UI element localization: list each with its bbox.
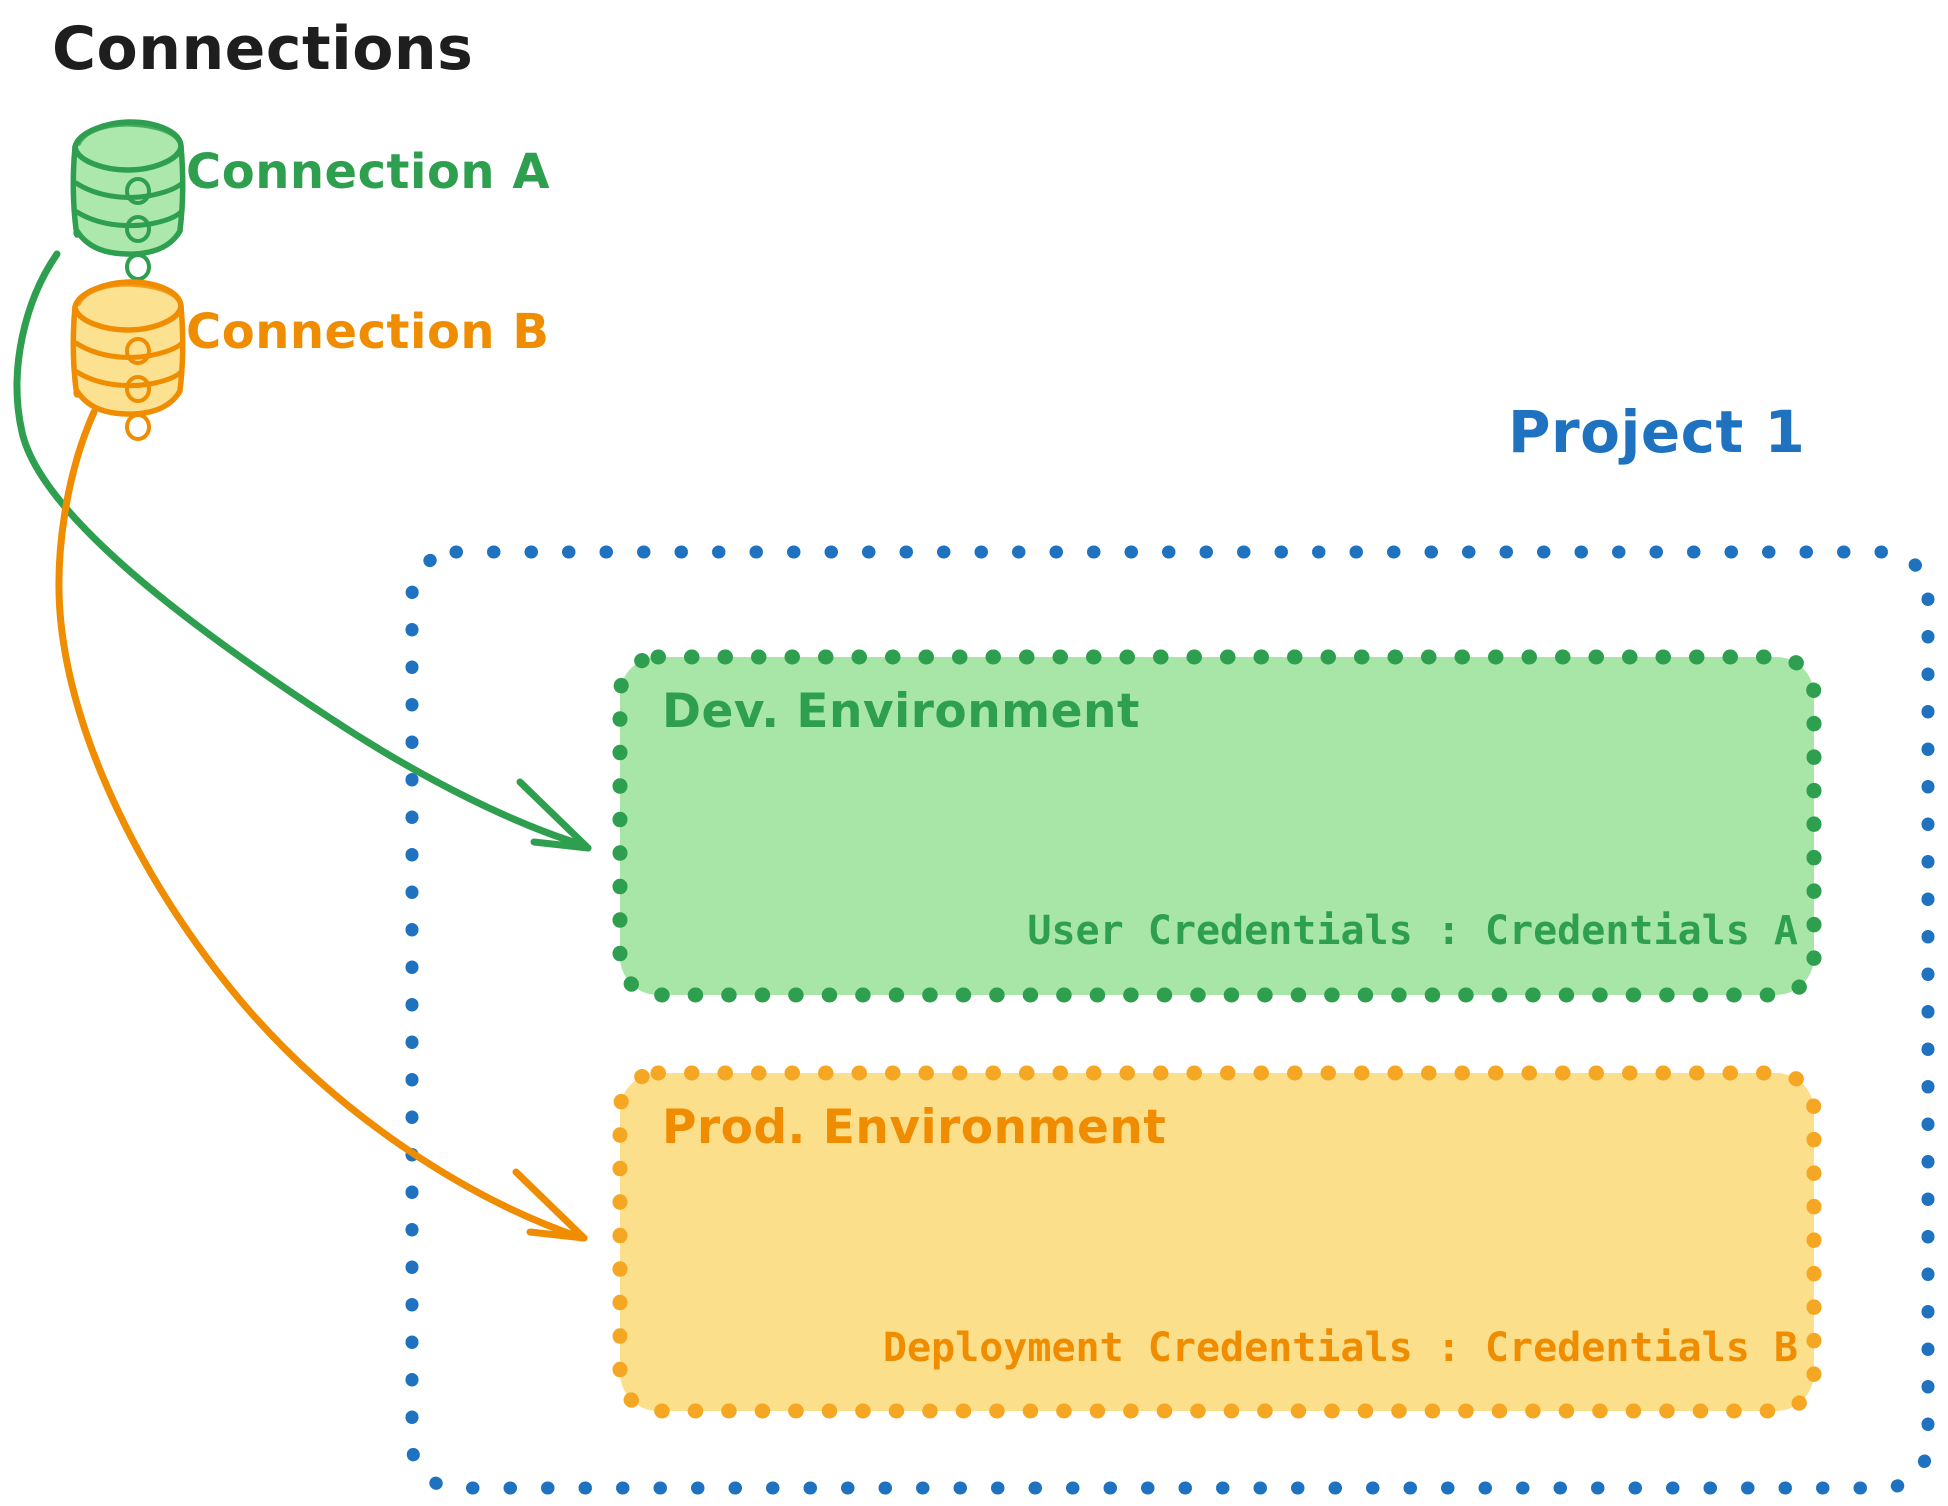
arrow-green-head-lower — [530, 838, 592, 852]
db-a-light-3 — [125, 253, 151, 281]
prod-environment-title: Prod. Environment — [662, 1100, 1167, 1155]
arrow-orange-head-lower — [526, 1228, 588, 1242]
prod-environment-fill — [620, 1073, 1814, 1411]
arrow-green-path — [13, 250, 590, 850]
db-a-light-1 — [125, 177, 151, 205]
page-title: Connections — [52, 14, 474, 84]
arrow-connection-b-to-prod — [55, 408, 588, 1242]
dev-environment-fill — [620, 657, 1814, 995]
db-a-bottom — [74, 228, 183, 257]
connection-a-label[interactable]: Connection A — [186, 144, 550, 200]
dev-environment-dotted-border — [612, 649, 1822, 1003]
db-b-light-3 — [125, 413, 151, 441]
arrow-orange-path — [55, 408, 586, 1242]
prod-environment-credentials: Deployment Credentials : Credentials B — [882, 1325, 1798, 1371]
db-b-top-ellipse — [72, 279, 184, 333]
prod-environment-box[interactable] — [612, 1065, 1822, 1419]
db-b-bottom — [74, 388, 183, 417]
arrow-connection-a-to-dev — [13, 250, 592, 852]
database-cylinder-icon-connection-b[interactable] — [70, 279, 186, 441]
project-container[interactable] — [405, 545, 1935, 1495]
project-title: Project 1 — [1508, 398, 1806, 466]
db-b-top-ellipse-sketch — [77, 283, 181, 306]
arrow-green-head-upper — [516, 778, 592, 852]
db-b-light-1 — [125, 337, 151, 365]
db-b-right-wall — [177, 303, 186, 393]
arrow-orange-head-upper — [512, 1168, 588, 1242]
db-a-top-ellipse — [72, 119, 184, 173]
prod-environment-dotted-border — [612, 1065, 1822, 1419]
project-dotted-border — [405, 545, 1935, 1495]
db-b-light-2 — [125, 375, 151, 403]
db-a-light-2 — [125, 215, 151, 243]
db-a-top-ellipse-sketch — [77, 123, 181, 146]
dev-environment-box[interactable] — [612, 649, 1822, 1003]
connection-b-label[interactable]: Connection B — [186, 304, 550, 360]
db-a-right-wall — [177, 143, 186, 233]
dev-environment-title: Dev. Environment — [662, 684, 1140, 739]
database-cylinder-icon-connection-a[interactable] — [70, 119, 186, 281]
dev-environment-credentials: User Credentials : Credentials A — [1027, 908, 1798, 954]
